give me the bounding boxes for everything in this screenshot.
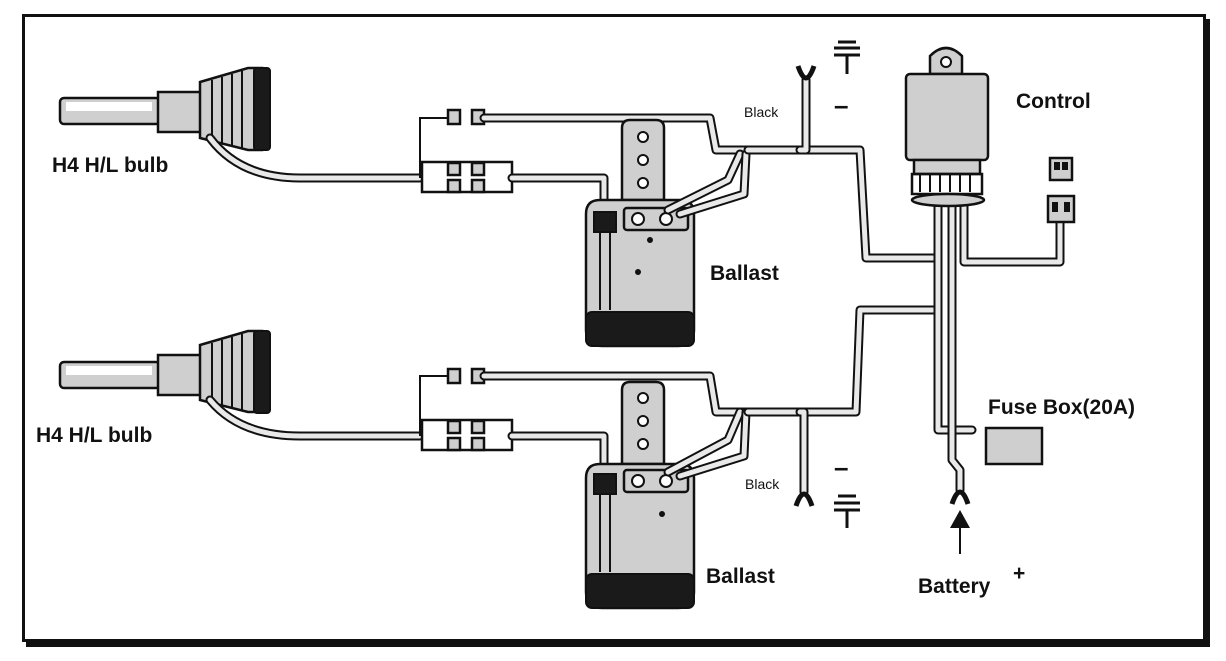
control-module — [904, 46, 990, 208]
ballast-bottom-label: Ballast — [706, 565, 775, 588]
black-bottom-label: Black — [745, 476, 780, 492]
bulb-bottom-label: H4 H/L bulb — [36, 424, 153, 447]
ballast-top — [584, 118, 696, 348]
bulb-bottom — [58, 329, 271, 414]
ballast-top-label: Ballast — [710, 262, 779, 285]
fuse-box-label: Fuse Box(20A) — [988, 396, 1136, 419]
up-arrow-icon — [950, 510, 970, 554]
control-label: Control — [1016, 90, 1091, 113]
black-top-label: Black — [744, 104, 779, 120]
relay-plug — [1046, 156, 1076, 224]
bulb-top-label: H4 H/L bulb — [52, 154, 169, 177]
connector-top — [419, 108, 514, 194]
ground-symbol-icon — [834, 494, 860, 528]
minus-top-label: – — [834, 90, 849, 120]
bulb-top — [58, 66, 271, 152]
terminal-battery — [949, 489, 971, 505]
terminal-top — [795, 65, 817, 81]
fuse-box — [984, 426, 1044, 466]
minus-bottom-label: – — [834, 452, 849, 482]
connector-bottom — [419, 367, 514, 452]
battery-plus-label: + — [1013, 562, 1026, 585]
ground-symbol-icon — [834, 40, 860, 74]
battery-label: Battery — [918, 575, 991, 598]
ballast-bottom — [584, 380, 696, 610]
terminal-bottom — [793, 491, 815, 507]
